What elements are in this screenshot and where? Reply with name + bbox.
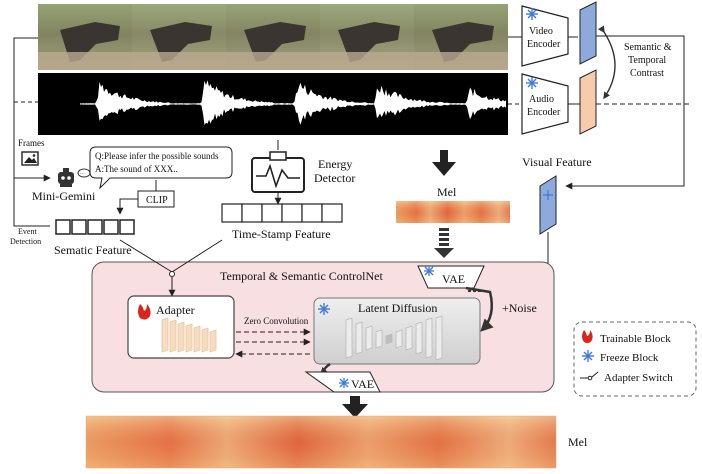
mini-gemini-label: Mini-Gemini (32, 189, 96, 203)
vae-bottom-label: VAE (351, 377, 374, 391)
video-frame (414, 4, 508, 70)
query-answer: A:The sound of XXX.. (95, 164, 178, 174)
video-encoder-label-1: Video (529, 26, 553, 37)
video-frames-strip (38, 4, 508, 70)
contrast-arrow (598, 25, 616, 100)
vae-dash-dots (468, 290, 481, 292)
legend-switch: Adapter Switch (604, 372, 673, 384)
audio-waveform (38, 73, 508, 135)
video-frame (320, 4, 414, 70)
snowflake-icon (582, 350, 594, 362)
controlnet-title: Temporal & Semantic ControlNet (220, 269, 383, 283)
semantic-feature-blocks (55, 219, 135, 235)
contrast-label-1: Semantic & (624, 42, 672, 53)
energy-label-2: Detector (314, 171, 355, 185)
flame-icon (582, 330, 593, 344)
visual-feature (539, 175, 557, 235)
audio-encoder-label-2: Encoder (527, 107, 561, 118)
visual-feature-label: Visual Feature (522, 155, 592, 169)
audio-encoder: Audio Encoder (521, 73, 569, 135)
mel-bottom-label: Mel (568, 435, 588, 449)
mel-spectrogram-top (396, 201, 510, 223)
query-question: Q:Please infer the possible sounds (95, 151, 219, 161)
latent-diffusion-label: Latent Diffusion (358, 301, 437, 315)
left-connectors (13, 37, 51, 227)
robot-icon: ··· (58, 168, 91, 187)
semantic-feature-label: Sematic Feature (54, 243, 132, 257)
legend-freeze: Freeze Block (600, 352, 659, 364)
snowflake-icon (526, 77, 538, 89)
video-encoder-label-2: Encoder (527, 39, 561, 50)
snowflake-icon (318, 303, 330, 315)
svg-text:···: ··· (80, 171, 85, 177)
dashed-arrow-mel-vae (434, 228, 454, 258)
timestamp-feature-blocks (221, 203, 343, 223)
clip-arrow (116, 198, 138, 215)
legend-trainable: Trainable Block (600, 333, 671, 345)
detection-label: Detection (10, 237, 41, 246)
mel-down-arrow (432, 150, 456, 176)
audio-feature (579, 69, 597, 135)
vae-top-box (417, 265, 485, 289)
clip-label: CLIP (146, 195, 168, 206)
snowflake-icon (526, 8, 538, 20)
mel-top-label: Mel (437, 185, 457, 199)
video-frame (38, 4, 132, 70)
energy-label-1: Energy (318, 157, 352, 171)
snowflake-icon (543, 190, 553, 200)
adapter-layers (161, 317, 217, 353)
mel-spectrogram-bottom (85, 415, 557, 469)
noise-arrow (465, 286, 494, 332)
snowflake-icon (339, 378, 349, 388)
switch-icon (580, 371, 599, 381)
energy-icon (251, 151, 305, 193)
video-feature (579, 1, 597, 65)
query-bubble: Q:Please infer the possible sounds A:The… (89, 146, 233, 190)
latent-layers (345, 315, 443, 361)
video-frame (226, 4, 320, 70)
contrast-label-2: Temporal (628, 55, 666, 66)
snowflake-icon (424, 266, 434, 276)
noise-label: +Noise (502, 301, 537, 315)
vae-top-label: VAE (442, 272, 465, 286)
timestamp-feature-label: Time-Stamp Feature (232, 227, 331, 241)
adapter-label: Adapter (156, 303, 195, 317)
video-encoder: Video Encoder (521, 5, 569, 67)
frames-label: Frames (18, 138, 45, 148)
zero-conv-label: Zero Convolution (244, 316, 309, 326)
flame-icon (138, 304, 151, 320)
output-down-arrow (342, 396, 368, 418)
legend-box (573, 321, 697, 397)
contrast-label-3: Contrast (630, 68, 664, 79)
event-label: Event (18, 227, 37, 236)
video-feature-to-visual (565, 35, 685, 190)
audio-encoder-label-1: Audio (529, 94, 554, 105)
image-icon (21, 151, 39, 166)
video-frame (132, 4, 226, 70)
feature-merge-connector (119, 239, 223, 297)
